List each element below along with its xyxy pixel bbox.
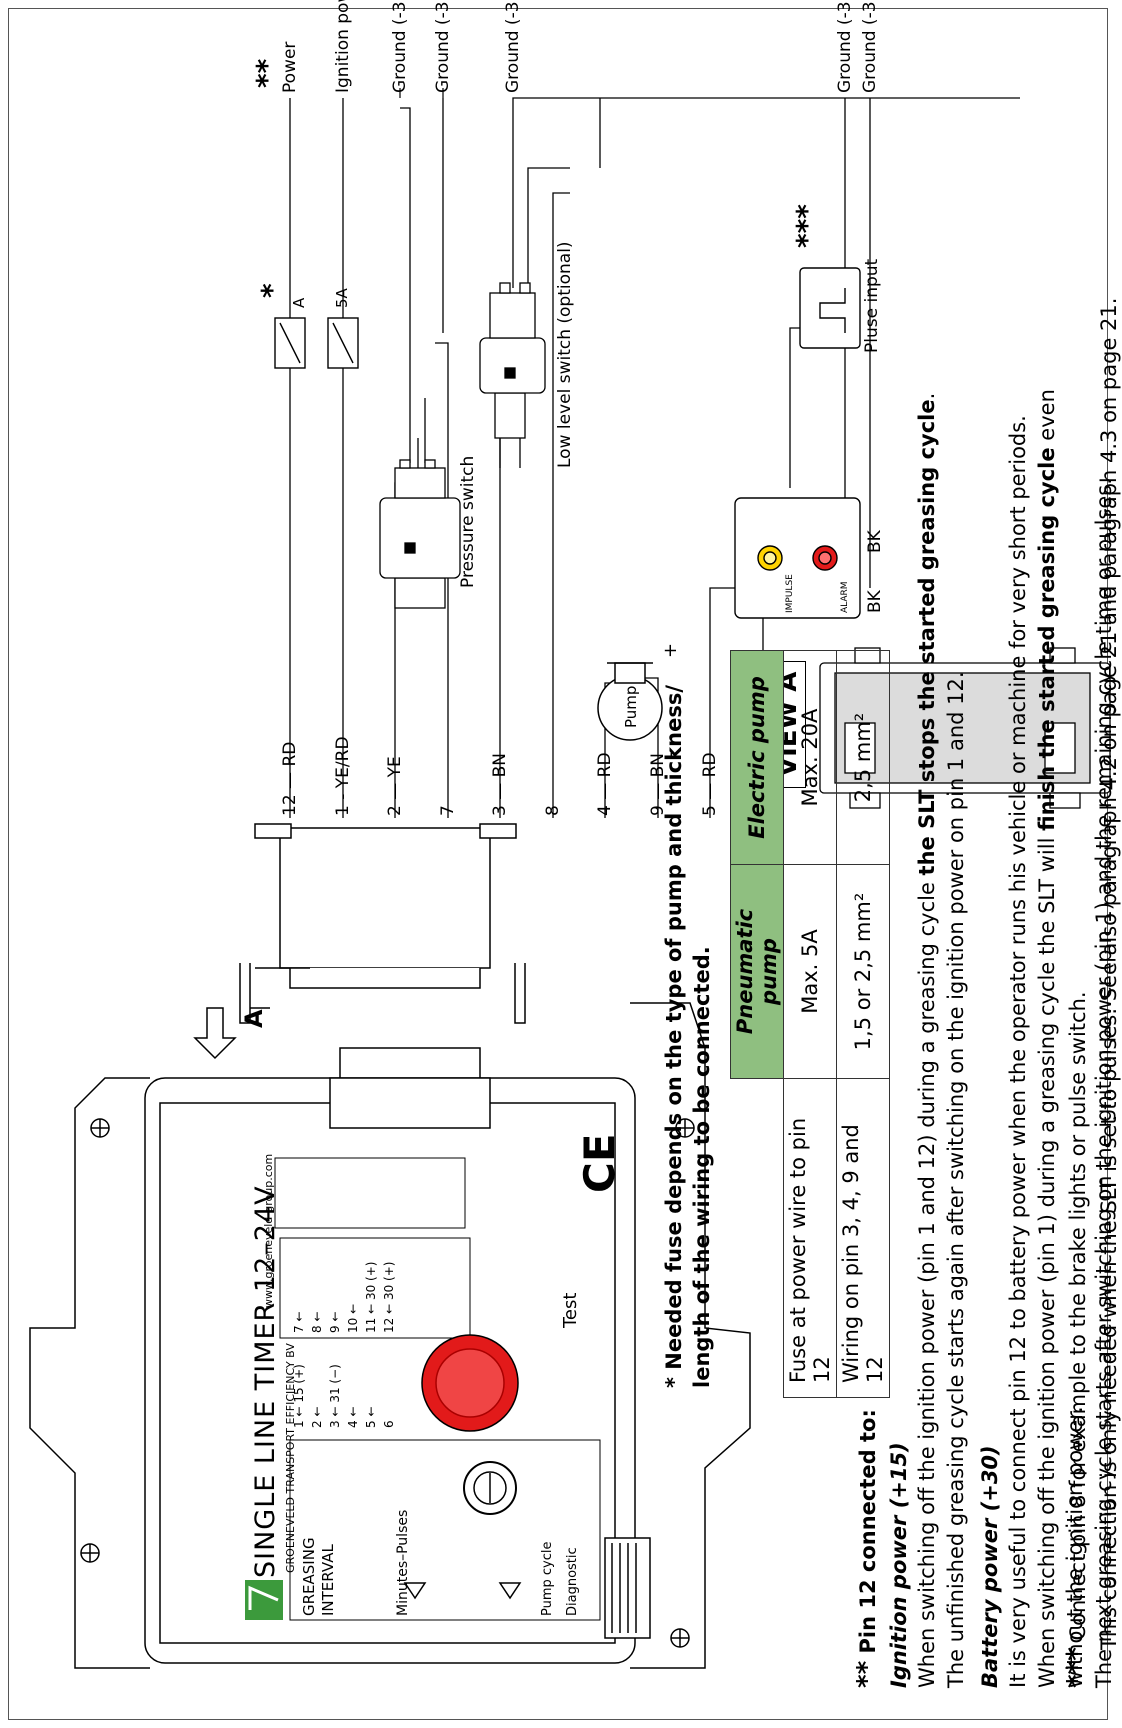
ignition-label: Ignition power (+15) xyxy=(333,0,353,93)
page-frame xyxy=(8,8,1108,1720)
device-website: www.groeneveld-group.com xyxy=(262,1153,275,1308)
power-star: ** xyxy=(250,58,283,88)
diagnostic-label: Diagnostic xyxy=(565,1547,580,1616)
wire-pin-3: 3 — BN xyxy=(490,752,510,816)
ground-label-4: Ground (-31) xyxy=(835,0,855,93)
pump-plus: + xyxy=(660,642,681,658)
wire-pin-7: 7 xyxy=(438,805,458,816)
pump xyxy=(597,662,663,741)
pump-cycle-label: Pump cycle xyxy=(540,1541,555,1617)
low-level-switch-label: Low level switch (optional) xyxy=(555,241,575,468)
impulse-label: IMPULSE xyxy=(785,574,795,613)
fuse-5a-label: 5A xyxy=(333,288,351,308)
view-a-arrow xyxy=(193,1007,237,1060)
indicator-box xyxy=(734,497,861,619)
ground-label-1: Ground (-31) xyxy=(390,0,410,93)
pin8-note: *** Connect pin 8 for example to the bra… xyxy=(1062,297,1122,1688)
wire-pin-4: 4 — RD xyxy=(595,752,615,816)
power-label: Power xyxy=(280,41,300,93)
table-cell: Max. 5A xyxy=(783,864,837,1079)
view-a-connector xyxy=(819,647,1111,809)
wire-pin-1: 1 - YE/RD xyxy=(333,736,353,816)
table-row: Fuse at power wire to pin 12 Max. 5A Max… xyxy=(783,650,837,1398)
pump-label: Pump xyxy=(622,685,640,728)
ground-label-2: Ground (-31) xyxy=(433,0,453,93)
table-header-electric: Electric pump xyxy=(730,650,784,865)
ground-label-3: Ground (-31) xyxy=(503,0,523,93)
wiring-connector xyxy=(239,823,526,1024)
interval-label: INTERVAL xyxy=(319,1544,337,1616)
pulse-input-box xyxy=(799,267,861,349)
table-header-pneumatic: Pneumatic pump xyxy=(730,864,784,1079)
test-label: Test xyxy=(560,1292,581,1328)
ce-mark: CE xyxy=(575,1133,624,1193)
pressure-switch-label: Pressure switch xyxy=(458,455,478,588)
low-level-switch xyxy=(479,282,546,468)
pulse-input-star: *** xyxy=(790,204,823,248)
greasing-label: GREASING xyxy=(300,1537,318,1616)
arrow-a-label: A xyxy=(240,1009,268,1028)
fuse-note: * Needed fuse depends on the type of pum… xyxy=(662,684,715,1388)
table-header-empty xyxy=(731,1079,784,1398)
pin-legend-right: 7 ←8 ← 9 ←10 ← 11 ← 30 (+)12 ← 30 (+) xyxy=(292,1261,396,1333)
pressure-switch xyxy=(379,459,461,609)
fuse-a xyxy=(274,317,306,369)
table-cell: Max. 20A xyxy=(783,650,837,865)
fuse-5a xyxy=(327,317,359,369)
wire-pin-2: 2 — YE xyxy=(385,756,405,816)
pin-legend-left: 1 ← 15 (+)2 ← 3 ← 31 (−)4 ← 5 ←6 xyxy=(292,1364,396,1428)
wire-pin-12: 12 — RD xyxy=(280,741,300,816)
timer-housing xyxy=(29,1002,751,1669)
pulse-input-label: Pluse input xyxy=(862,258,882,353)
wire-pin-8: 8 xyxy=(543,805,563,816)
fuse-a-star: * xyxy=(255,283,288,298)
fuse-a-label: A xyxy=(290,297,308,308)
minutes-pulses-label: Minutes–Pulses xyxy=(395,1509,411,1616)
ground-label-5: Ground (-31) xyxy=(860,0,880,93)
alarm-label: ALARM xyxy=(840,581,850,613)
table-cell: Fuse at power wire to pin 12 xyxy=(783,1078,837,1398)
ground-terminals xyxy=(399,88,444,98)
